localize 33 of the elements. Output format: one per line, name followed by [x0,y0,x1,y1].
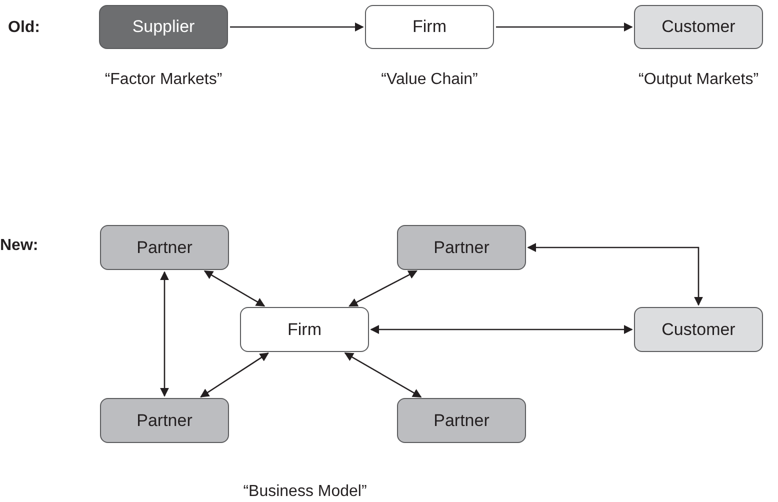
arrow [344,352,422,398]
process-box [100,225,229,270]
box-label: Partner [136,236,192,259]
box-label: Customer [662,318,736,341]
arrow [348,270,418,307]
arrow [200,352,269,398]
section-label: New: [0,237,38,254]
arrow [204,270,266,307]
arrow [160,271,169,397]
process-box [397,225,526,270]
box-label: Supplier [132,16,195,38]
box-label: Firm [412,16,446,38]
box-label: Partner [434,410,490,432]
caption-text: “Business Model” [243,482,367,502]
box-label: Customer [662,16,736,38]
section-label: Old: [8,19,40,36]
process-box [397,398,526,443]
arrow [496,22,633,32]
arrow [370,325,633,334]
box-label: Firm [288,318,322,341]
caption-text: “Factor Markets” [104,70,222,90]
caption-text: “Output Markets” [638,70,759,90]
process-box [634,5,763,49]
box-label: Partner [136,410,192,432]
box-label: Partner [434,236,490,259]
process-box [240,307,369,352]
caption-text: “Value Chain” [381,70,478,90]
process-box [634,307,763,352]
arrow [527,243,703,306]
process-box [365,5,494,49]
process-box [99,5,228,49]
process-box [100,398,229,443]
arrow [230,22,364,32]
